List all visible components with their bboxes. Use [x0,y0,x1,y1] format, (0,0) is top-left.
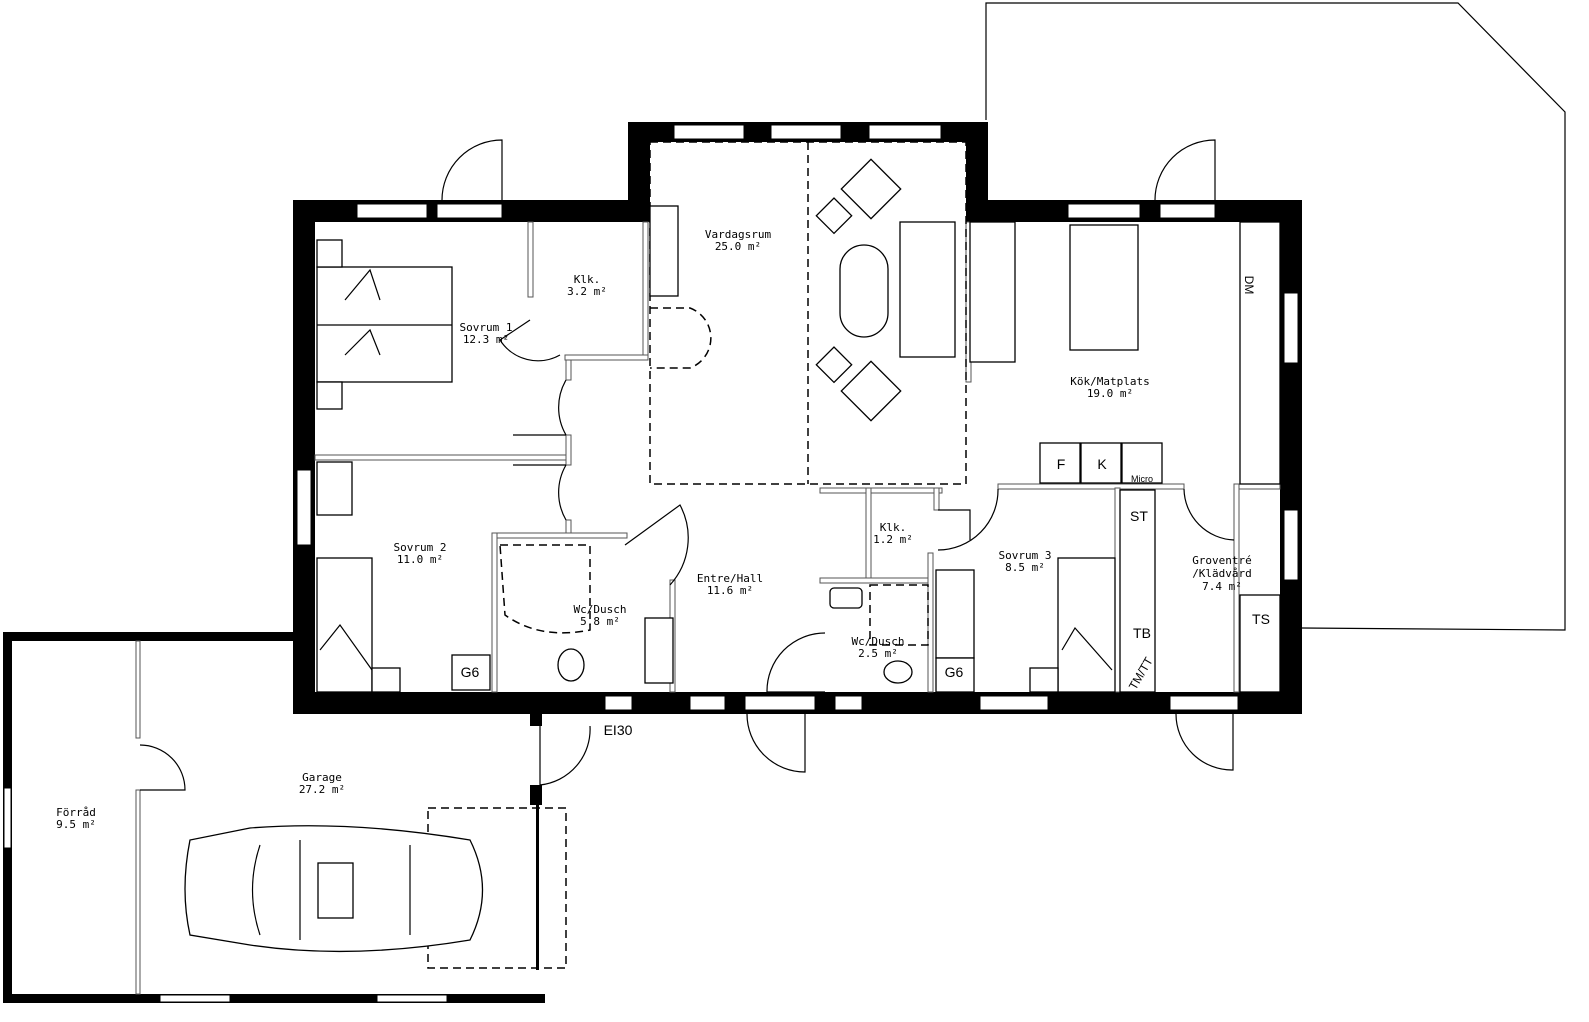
kitchen-counter [1239,221,1281,485]
micro-label: Micro [1131,474,1153,484]
dining-table [1069,224,1139,351]
armchair [840,158,902,220]
fireplace [649,205,679,297]
car [184,825,484,953]
toilet [883,660,913,684]
ts-cabinet [1239,594,1281,693]
corner-bathtub [499,544,591,634]
carport-outline [427,807,567,969]
desk-sovrum3 [935,569,975,659]
desk [316,461,353,516]
g6-left-label: G6 [461,664,480,680]
freezer-label: K [1097,456,1107,472]
tb-label: TB [1133,625,1151,641]
room-label-klk2: Klk.1.2 m² [873,521,913,546]
laundry-column [1119,489,1156,693]
terrace-outline [985,2,1566,631]
sink [829,587,863,609]
room-label-klk1: Klk.3.2 m² [567,273,607,298]
appliance-labels: F K Micro DM ST TB TM/TT TS G6 G6 EI30 [461,276,1270,738]
armchair [840,360,902,422]
st-label: ST [1130,508,1148,524]
dishwasher-label: DM [1242,276,1256,295]
shower-outline [869,584,929,646]
doors[interactable] [139,139,1235,791]
single-bed-sovrum2 [316,557,373,693]
coffee-table [839,244,889,338]
toilet [557,648,585,682]
furniture [184,158,1281,953]
g6-right-label: G6 [945,664,964,680]
sink [644,617,674,684]
fire-door-label: EI30 [604,722,633,738]
interior-walls [135,221,1281,995]
sofa [899,221,956,358]
windows [3,124,1299,1003]
single-bed-sovrum3 [1057,557,1116,693]
sideboard [969,221,1016,363]
ts-label: TS [1252,611,1270,627]
fridge-label: F [1057,456,1066,472]
